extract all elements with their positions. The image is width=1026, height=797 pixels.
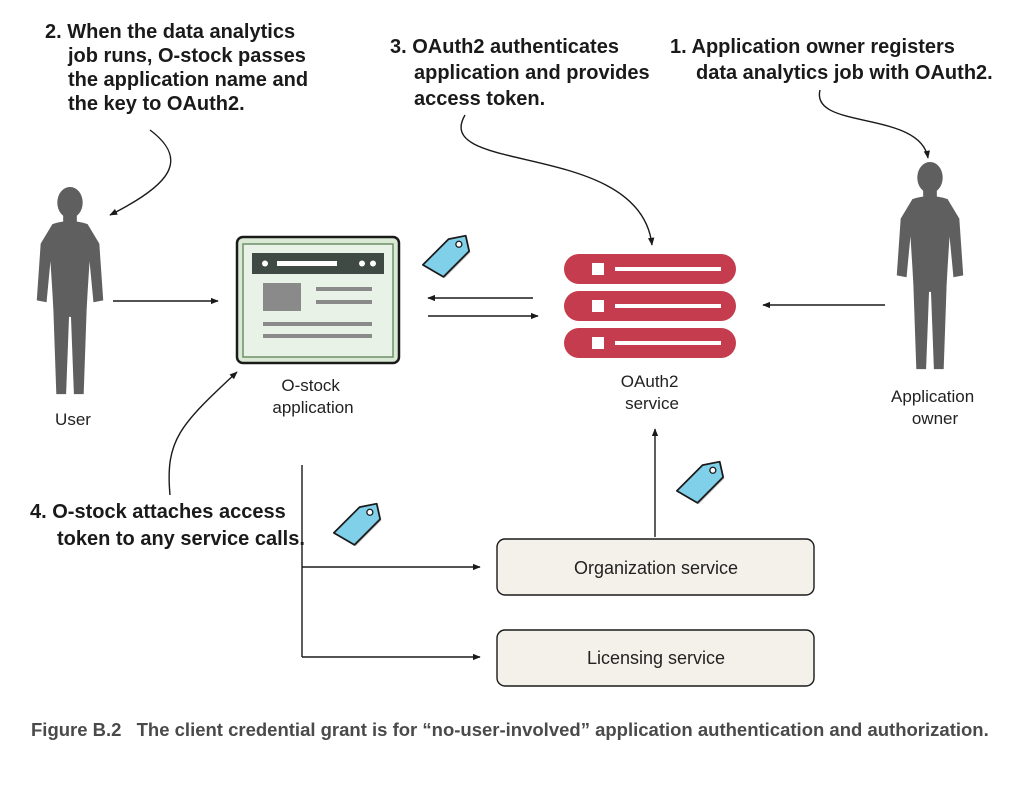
- step3-line-3: access token.: [414, 88, 545, 110]
- owner-person-icon: [896, 161, 964, 370]
- ostock-label-line-1: O-stock: [281, 376, 340, 395]
- step1-line-2: data analytics job with OAuth2.: [696, 62, 993, 84]
- organization-service-label: Organization service: [574, 558, 738, 578]
- figure-number: Figure B.2: [31, 719, 122, 740]
- oauth-label-line-2: service: [625, 394, 679, 413]
- figure-caption-text: The client credential grant is for “no-u…: [136, 719, 989, 740]
- server-stack-icon: [564, 254, 736, 358]
- figure-caption: Figure B.2 The client credential grant i…: [31, 716, 991, 743]
- token-tag-icon: [675, 460, 726, 506]
- step4-annotation: 4. O-stock attaches access token to any …: [30, 501, 305, 550]
- step1-annotation: 1. Application owner registers data anal…: [670, 36, 993, 84]
- browser-window-icon: [235, 235, 401, 365]
- owner-label-line-2: owner: [912, 409, 959, 428]
- licensing-service-label: Licensing service: [587, 648, 725, 668]
- step3-callout-arrow: [460, 114, 655, 246]
- token-tag-icon: [332, 502, 383, 548]
- step3-annotation: 3. OAuth2 authenticates application and …: [390, 36, 655, 110]
- step2-line-2: job runs, O-stock passes: [67, 45, 306, 67]
- step3-line-2: application and provides: [414, 62, 650, 84]
- step2-callout-arrow: [109, 129, 172, 216]
- step4-line-1: 4. O-stock attaches access: [30, 501, 286, 523]
- step1-callout-arrow: [818, 89, 930, 159]
- step4-line-2: token to any service calls.: [57, 528, 305, 550]
- step2-line-4: the key to OAuth2.: [68, 93, 245, 115]
- step3-line-1: 3. OAuth2 authenticates: [390, 36, 619, 58]
- oauth-label-line-1: OAuth2: [621, 372, 679, 391]
- owner-label: Application owner: [891, 387, 979, 428]
- step4-callout-arrow: [168, 371, 238, 496]
- oauth-label: OAuth2 service: [621, 372, 683, 413]
- step1-line-1: 1. Application owner registers: [670, 36, 955, 58]
- organization-service-box: Organization service: [496, 538, 815, 596]
- token-tag-icon: [421, 234, 472, 280]
- step2-line-3: the application name and: [68, 69, 308, 91]
- step2-line-1: 2. When the data analytics: [45, 21, 295, 43]
- oauth-client-credential-diagram: 2. When the data analytics job runs, O-s…: [30, 21, 993, 687]
- owner-label-line-1: Application: [891, 387, 974, 406]
- user-label: User: [55, 410, 91, 429]
- step2-annotation: 2. When the data analytics job runs, O-s…: [45, 21, 314, 115]
- ostock-label-line-2: application: [272, 398, 353, 417]
- user-label-line: User: [55, 410, 91, 429]
- ostock-label: O-stock application: [272, 376, 353, 417]
- licensing-service-box: Licensing service: [496, 629, 815, 687]
- user-person-icon: [36, 186, 104, 395]
